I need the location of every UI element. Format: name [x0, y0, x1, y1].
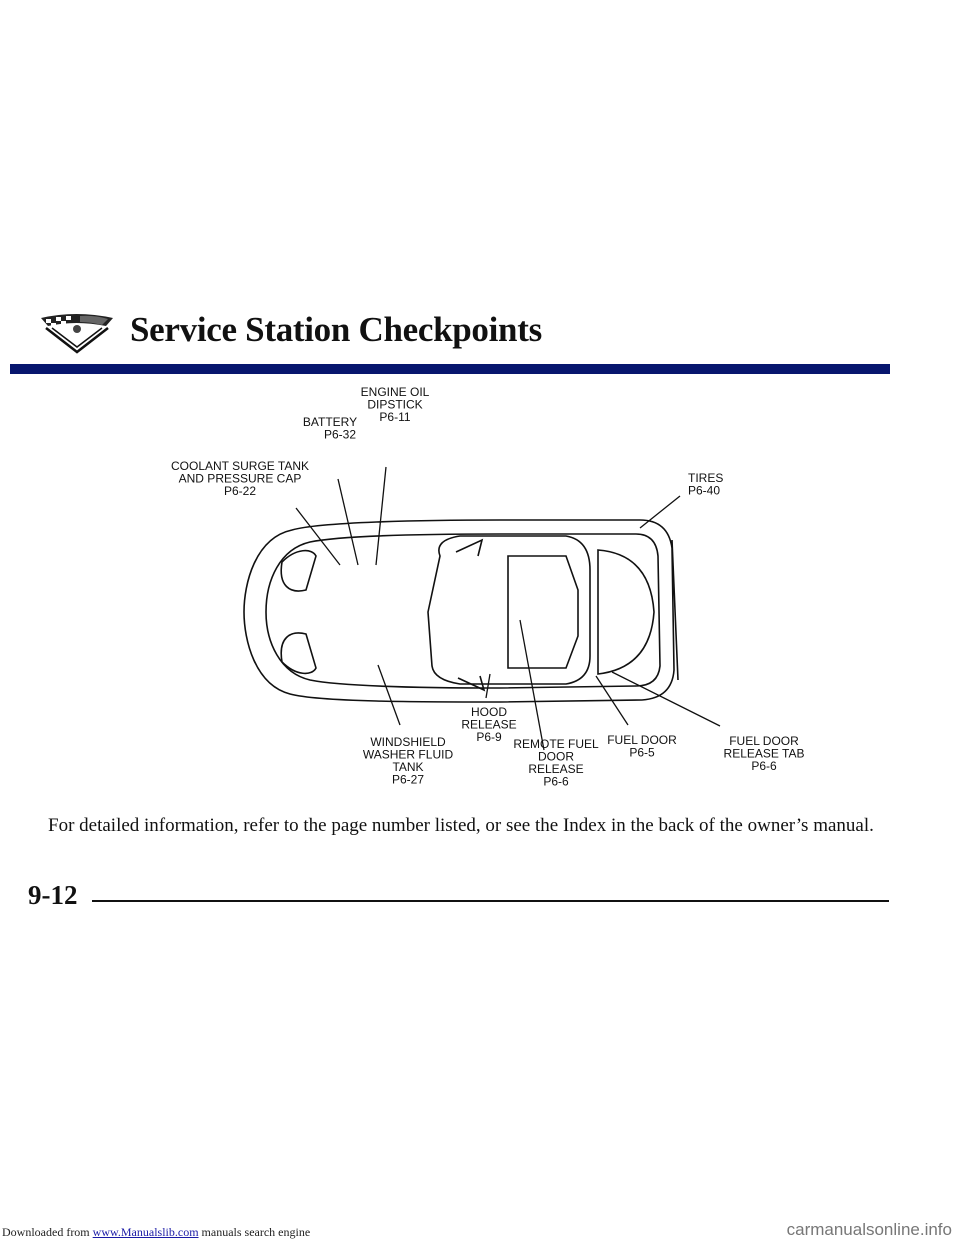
- callout-hood-release-line: P6-9: [476, 730, 502, 744]
- callout-windshield-line: P6-27: [392, 773, 424, 787]
- callout-battery-line: P6-32: [324, 428, 356, 442]
- callout-remote-fuel-line: RELEASE: [528, 762, 583, 776]
- page-number: 9-12: [28, 880, 78, 910]
- callout-coolant-line: AND PRESSURE CAP: [179, 472, 302, 486]
- callout-engine-oil-line: P6-11: [379, 410, 410, 424]
- callout-hood-release-line: RELEASE: [461, 718, 516, 732]
- callout-fuel-door-tab-line: FUEL DOOR: [729, 734, 799, 748]
- callout-fuel-door-line: FUEL DOOR: [607, 733, 677, 747]
- callout-engine-oil-line: ENGINE OIL: [361, 385, 430, 399]
- callout-remote-fuel-line: DOOR: [538, 750, 574, 764]
- manualslib-link[interactable]: www.Manualslib.com: [92, 1225, 199, 1239]
- notice-prefix: Downloaded from: [2, 1225, 93, 1239]
- callout-fuel-door-tab-line: P6-6: [751, 759, 777, 773]
- callout-remote-fuel-line: REMOTE FUEL: [513, 737, 599, 751]
- page-footer: 9-12: [0, 880, 960, 920]
- watermark-text: carmanualsonline.info: [786, 1220, 952, 1239]
- callout-fuel-door-tab-line: RELEASE TAB: [724, 747, 805, 761]
- page-title: Service Station Checkpoints: [130, 310, 542, 349]
- callout-tires-line: P6-40: [688, 484, 720, 498]
- callout-windshield-line: WINDSHIELD: [370, 735, 446, 749]
- callout-engine-oil-line: DIPSTICK: [367, 398, 422, 412]
- title-rule: [10, 364, 890, 374]
- page-header: Service Station Checkpoints: [0, 300, 960, 380]
- callout-windshield-line: WASHER FLUID: [363, 748, 454, 762]
- caption-text: For detailed information, refer to the p…: [48, 815, 874, 836]
- corvette-crossed-flags-logo-icon: [41, 314, 113, 354]
- footer-rule: [92, 900, 889, 902]
- callout-coolant-line: COOLANT SURGE TANK: [171, 459, 309, 473]
- callout-hood-release-line: HOOD: [471, 705, 507, 719]
- leader-lines: [295, 466, 721, 751]
- car-outline: [243, 519, 679, 703]
- download-notice: Downloaded from www.Manualslib.com manua…: [2, 1225, 310, 1240]
- callout-fuel-door-line: P6-5: [629, 746, 655, 760]
- callout-battery-line: BATTERY: [303, 415, 357, 429]
- callout-windshield-line: TANK: [392, 760, 423, 774]
- callout-remote-fuel-line: P6-6: [543, 775, 569, 789]
- callout-tires-line: TIRES: [688, 471, 723, 485]
- notice-suffix: manuals search engine: [198, 1225, 311, 1239]
- callout-coolant-line: P6-22: [224, 484, 256, 498]
